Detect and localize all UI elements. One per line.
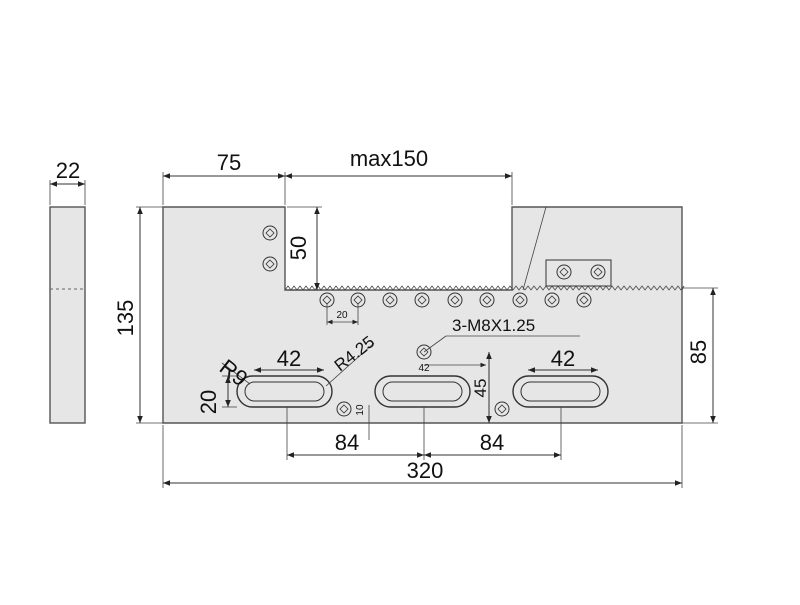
slot-middle	[374, 375, 471, 408]
hole-height-dimension: 45	[471, 352, 492, 423]
thread-label: 3-M8X1.25	[452, 316, 535, 335]
main-view	[162, 206, 685, 424]
hole-mark-12	[593, 267, 603, 277]
main-plate	[162, 206, 683, 424]
spacing-left-label: 84	[335, 430, 359, 455]
hole-mark-13	[419, 347, 429, 357]
top-dimensions: 75 max150	[162, 146, 513, 205]
slot-left	[236, 375, 333, 408]
hole-8	[512, 292, 528, 308]
hole-mark-9	[547, 295, 557, 305]
left-dimension: 135	[113, 206, 163, 424]
hole-height-label: 45	[471, 379, 490, 398]
thread-callout: 3-M8X1.25 42	[418, 316, 580, 374]
dim-right-height-label: 85	[686, 340, 711, 364]
side-width-label: 22	[56, 158, 80, 183]
hole-mark-6	[450, 295, 460, 305]
center-small-label: 42	[418, 363, 430, 374]
hole-15	[494, 401, 510, 417]
hole-mark-14	[339, 404, 349, 414]
hole-14	[336, 401, 352, 417]
hole-mark-8	[515, 295, 525, 305]
hole-10	[576, 292, 592, 308]
hole-mark-4	[385, 295, 395, 305]
bottom-spacing-dimensions: 84 84	[286, 407, 562, 460]
slot-length-left-label: 42	[277, 346, 301, 371]
hole-5	[414, 292, 430, 308]
hole-mark-7	[482, 295, 492, 305]
offset-dimension: 10	[355, 404, 370, 440]
hole-mark-11	[559, 267, 569, 277]
pitch-dimension: 20	[326, 303, 359, 325]
slot-height-label: 20	[196, 390, 221, 414]
mounting-holes	[262, 225, 606, 417]
dim-opening-label: max150	[350, 146, 428, 171]
slot-length-right-label: 42	[551, 346, 575, 371]
slot-right	[512, 375, 609, 408]
dim-pitch-label: 20	[336, 310, 348, 321]
jaw-diagonal-line	[522, 206, 547, 291]
hole-mark-0	[265, 228, 275, 238]
spacing-right-label: 84	[480, 430, 504, 455]
total-length-dimension: 320	[162, 425, 683, 488]
serration-teeth	[284, 285, 685, 291]
hole-9	[544, 292, 560, 308]
right-dimension: 85	[682, 287, 718, 424]
hole-4	[382, 292, 398, 308]
slot-length-right: 42	[528, 346, 598, 373]
hole-mark-10	[579, 295, 589, 305]
side-view: 22	[49, 158, 86, 424]
hole-12	[590, 264, 606, 280]
dim-jaw-depth-label: 50	[286, 236, 311, 260]
hole-mark-1	[265, 259, 275, 269]
hole-1	[262, 256, 278, 272]
hole-mark-15	[497, 404, 507, 414]
hole-11	[556, 264, 572, 280]
offset-label: 10	[355, 404, 366, 416]
total-length-label: 320	[407, 458, 444, 483]
hole-7	[479, 292, 495, 308]
jaw-depth-dimension: 50	[286, 206, 322, 291]
dim-top-left-label: 75	[217, 150, 241, 175]
hole-6	[447, 292, 463, 308]
slot-length-left: 42	[254, 346, 324, 373]
hole-mark-5	[417, 295, 427, 305]
slot-height-dimension: 20	[196, 375, 237, 414]
hole-0	[262, 225, 278, 241]
side-plate	[49, 206, 86, 424]
dim-height-label: 135	[113, 300, 138, 337]
